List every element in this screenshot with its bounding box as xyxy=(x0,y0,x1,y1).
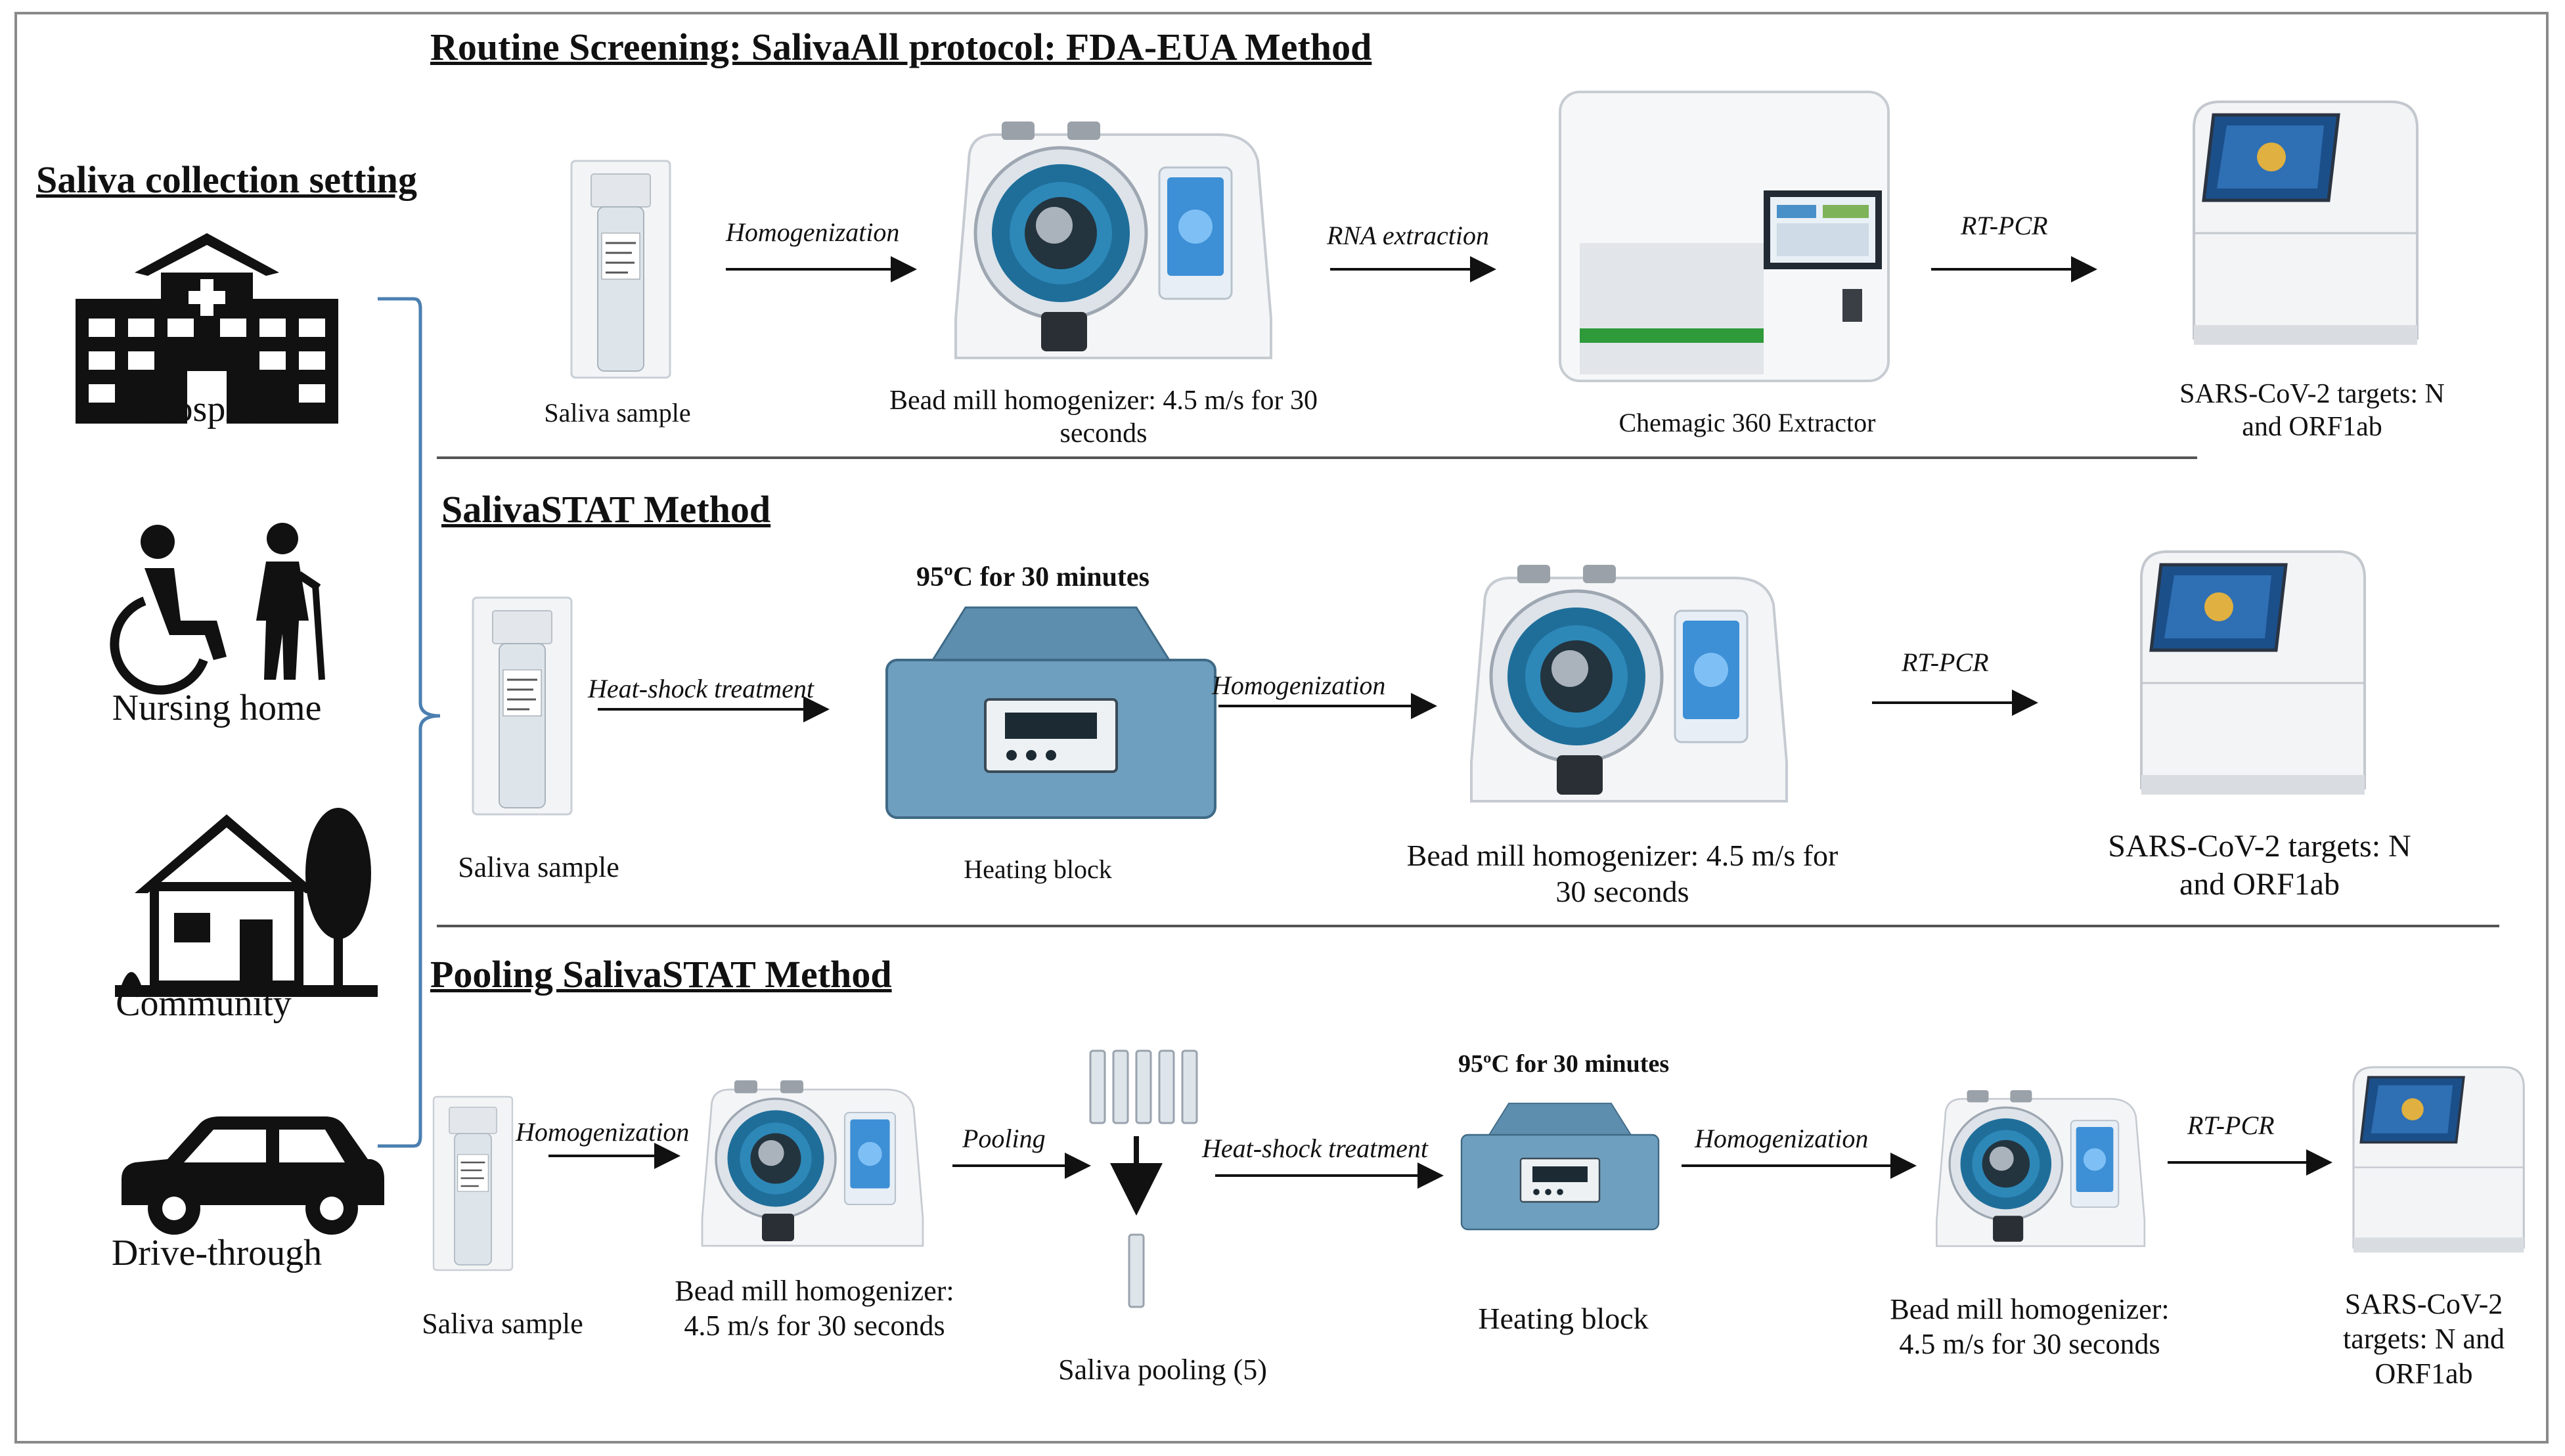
row2-arrow-2 xyxy=(1218,693,1437,719)
row3-step-pooling: Pooling xyxy=(962,1124,1046,1153)
row1-step-rt-pcr: RT-PCR xyxy=(1961,211,2048,240)
row3-arrow-4 xyxy=(1682,1153,1917,1179)
row1-title: Routine Screening: SalivaAll protocol: F… xyxy=(430,26,1372,68)
row1-pcr-instrument xyxy=(2174,102,2424,348)
row1-arrow-2 xyxy=(1330,256,1496,282)
row2-pcr-instrument xyxy=(2122,552,2371,798)
row1-extractor-label: Chemagic 360 Extractor xyxy=(1618,408,1876,437)
row3-targets-label: SARS-CoV-2 targets: N and ORF1ab xyxy=(2342,1288,2505,1390)
row3-step-heat-shock: Heat-shock treatment xyxy=(1202,1134,1428,1163)
row2-step-homogenization: Homogenization xyxy=(1212,671,1386,700)
row3-arrow-3 xyxy=(1215,1162,1444,1189)
row3-heating-label: Heating block xyxy=(1478,1302,1649,1335)
row3-step-homogenization-2: Homogenization xyxy=(1695,1124,1869,1153)
row3-arrow-2 xyxy=(952,1153,1091,1179)
row2-saliva-tube xyxy=(472,596,573,816)
row2-heating-block-image xyxy=(885,606,1216,819)
row3-saliva-tube xyxy=(432,1095,514,1271)
collection-setting-title: Saliva collection setting xyxy=(36,158,417,201)
row1-sample-label: Saliva sample xyxy=(544,398,691,428)
row3-heating-block-image xyxy=(1460,1102,1660,1231)
row1-step-homogenization: Homogenization xyxy=(726,217,900,247)
row1-step-rna-extraction: RNA extraction xyxy=(1327,221,1489,250)
setting-label-nursing-home: Nursing home xyxy=(112,688,322,728)
row3-homogenizer1-label: Bead mill homogenizer: 4.5 m/s for 30 se… xyxy=(675,1275,954,1342)
community-house-icon xyxy=(115,801,378,998)
row3-homogenizer2-label: Bead mill homogenizer: 4.5 m/s for 30 se… xyxy=(1890,1293,2170,1360)
setting-label-hospital: Hospital xyxy=(148,389,273,430)
setting-label-community: Community xyxy=(116,983,292,1024)
row2-divider xyxy=(437,925,2499,927)
row1-targets-label: SARS-CoV-2 targets: N and ORF1ab xyxy=(2179,379,2445,443)
row1-divider xyxy=(437,456,2197,459)
row2-arrow-3 xyxy=(1872,690,2038,716)
row3-step-rt-pcr: RT-PCR xyxy=(2187,1111,2275,1140)
row2-title: SalivaSTAT Method xyxy=(441,488,771,531)
row3-pcr-instrument xyxy=(2352,1066,2526,1254)
row2-sample-label: Saliva sample xyxy=(458,851,619,883)
setting-label-drive-through: Drive-through xyxy=(111,1233,323,1273)
row2-step-heat-shock: Heat-shock treatment xyxy=(588,674,814,703)
nursing-home-icon xyxy=(118,522,328,686)
row2-heat-caption: 95ºC for 30 minutes xyxy=(916,562,1149,592)
row3-bead-mill-image-2 xyxy=(1935,1089,2146,1248)
car-icon xyxy=(122,1116,384,1235)
row3-title: Pooling SalivaSTAT Method xyxy=(430,953,892,996)
row2-bead-mill-image xyxy=(1458,565,1787,808)
row2-homogenizer-label: Bead mill homogenizer: 4.5 m/s for 30 se… xyxy=(1406,839,1839,909)
row1-arrow-1 xyxy=(726,256,917,282)
row3-arrow-5 xyxy=(2168,1149,2332,1176)
collection-bracket xyxy=(378,297,441,1148)
row1-saliva-tube xyxy=(570,160,671,379)
row1-extractor-image xyxy=(1559,91,1890,382)
row3-bead-mill-image xyxy=(701,1079,924,1247)
row1-arrow-3 xyxy=(1931,256,2097,282)
row3-heat-caption: 95ºC for 30 minutes xyxy=(1458,1050,1670,1078)
row3-pooling-tubes xyxy=(1089,1049,1198,1308)
row2-targets-label: SARS-CoV-2 targets: N and ORF1ab xyxy=(2108,829,2411,902)
row2-arrow-1 xyxy=(598,696,830,722)
row1-homogenizer-label: Bead mill homogenizer: 4.5 m/s for 30 se… xyxy=(889,386,1318,449)
row2-step-rt-pcr: RT-PCR xyxy=(1902,648,1989,677)
row3-sample-label: Saliva sample xyxy=(422,1308,583,1340)
row3-arrow-1 xyxy=(548,1143,680,1169)
row3-pooling-label: Saliva pooling (5) xyxy=(1058,1354,1267,1386)
row3-step-homogenization-1: Homogenization xyxy=(516,1117,690,1147)
row2-heating-label: Heating block xyxy=(964,854,1112,884)
row1-bead-mill-image xyxy=(943,121,1271,364)
